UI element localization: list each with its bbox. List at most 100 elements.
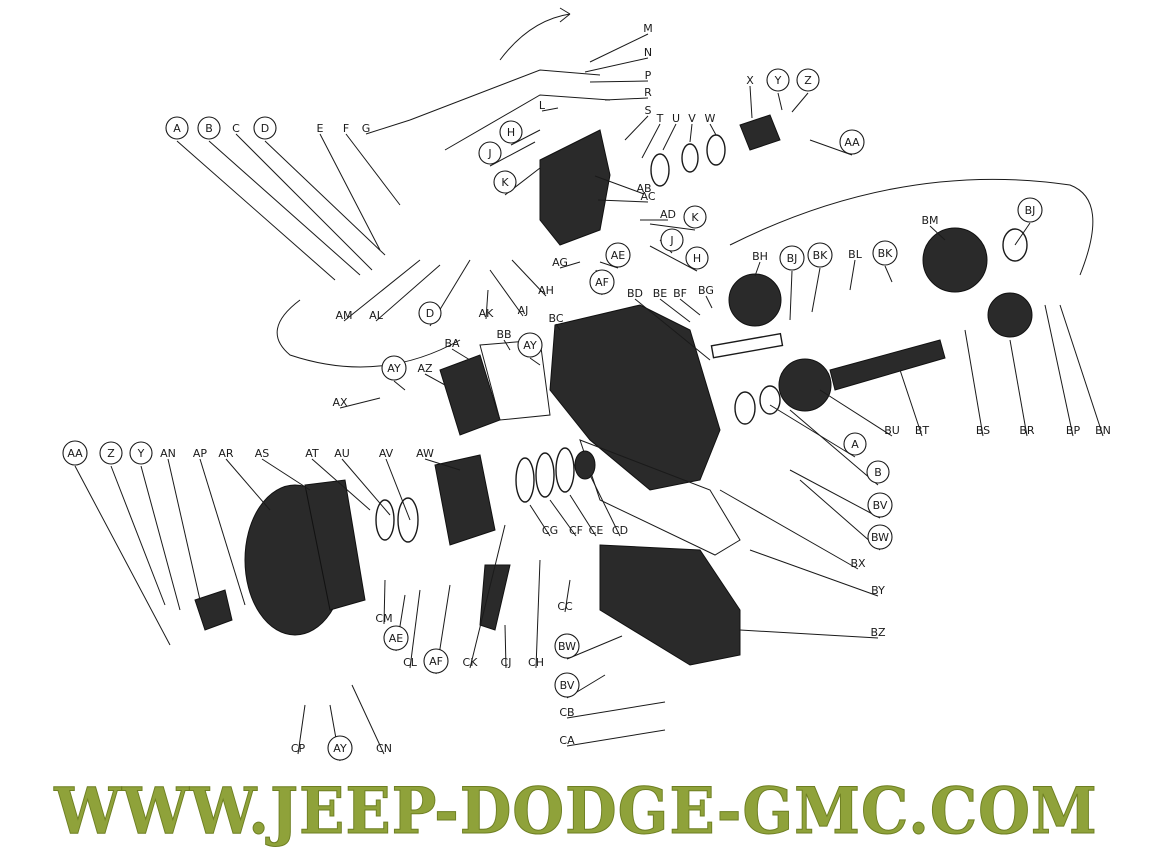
- callout-az: AZ: [417, 362, 446, 386]
- callout-au: AU: [334, 447, 391, 516]
- callout-bw: BW: [799, 479, 893, 551]
- callout-ba: BA: [444, 337, 471, 361]
- callout-label: BJ: [1025, 204, 1036, 217]
- callout-as: AS: [255, 447, 311, 491]
- callout-label: BG: [698, 284, 714, 297]
- callout-label: AL: [369, 309, 384, 322]
- callout-leader: [110, 465, 166, 606]
- callout-af: AF: [589, 269, 615, 296]
- callout-label: BA: [444, 337, 460, 350]
- callout-label: J: [487, 147, 491, 160]
- callout-leader: [385, 458, 411, 521]
- callout-label: H: [693, 252, 701, 265]
- callout-label: D: [261, 122, 269, 135]
- callout-aj: AJ: [489, 269, 528, 317]
- callout-label: BN: [1095, 424, 1111, 437]
- callout-label: BW: [871, 531, 889, 544]
- callout-leader: [819, 389, 893, 437]
- callout-leader: [709, 123, 717, 136]
- callout-ag: AG: [552, 256, 581, 269]
- callout-leader: [485, 289, 489, 320]
- callout-label: AH: [538, 284, 554, 297]
- callout-label: BJ: [787, 252, 798, 265]
- callout-cg: CG: [529, 504, 558, 537]
- cover-az: [439, 354, 501, 436]
- callout-label: S: [645, 104, 652, 117]
- callout-label: AV: [379, 447, 394, 460]
- callout-leader: [566, 729, 666, 747]
- callout-circle: [867, 524, 893, 550]
- gear-bh: [728, 273, 782, 327]
- callout-at: AT: [305, 447, 371, 511]
- callout-label: CL: [403, 656, 418, 669]
- callout-label: CD: [612, 524, 628, 537]
- callout-leader: [503, 339, 511, 351]
- callout-u: U: [662, 112, 680, 151]
- callout-label: CC: [557, 600, 573, 613]
- callout-circle: [499, 120, 523, 144]
- callout-b: B: [789, 409, 890, 486]
- callout-circle: [660, 228, 684, 252]
- callout-circle: [866, 460, 890, 484]
- callout-label: E: [317, 122, 324, 135]
- callout-label: P: [645, 69, 652, 82]
- callout-circle: [197, 116, 221, 140]
- callout-circle: [62, 440, 88, 466]
- callout-label: CK: [463, 656, 479, 669]
- callout-label: CN: [376, 742, 392, 755]
- callout-leader: [559, 261, 581, 269]
- callout-leader: [589, 80, 649, 83]
- callout-leader: [351, 684, 385, 755]
- callout-label: J: [669, 234, 673, 247]
- callout-label: AP: [193, 447, 208, 460]
- callout-circle: [493, 170, 517, 194]
- callout-label: A: [173, 122, 181, 135]
- callout-label: BV: [560, 679, 575, 692]
- callout-circle: [807, 242, 833, 268]
- callout-label: BW: [558, 640, 576, 653]
- callout-label: BZ: [870, 626, 886, 639]
- ring-w: [706, 134, 726, 166]
- callout-circle: [796, 68, 820, 92]
- callout-leader: [541, 107, 559, 112]
- callout-circle: [423, 648, 449, 674]
- callout-label: CA: [559, 734, 575, 747]
- callout-leader: [739, 629, 879, 639]
- callout-leader: [311, 458, 371, 511]
- shaft-bt: [829, 339, 946, 391]
- drum-backing: [304, 479, 366, 611]
- callout-circle: [843, 432, 867, 456]
- callout-ay: AY: [327, 704, 353, 762]
- callout-a: A: [769, 404, 867, 458]
- callout-leader: [341, 458, 391, 516]
- site-watermark: WWW.JEEP-DODGE-GMC.COM: [54, 774, 1098, 850]
- callout-cj: CJ: [501, 624, 512, 669]
- callout-label: CG: [542, 524, 558, 537]
- callout-t: T: [641, 112, 664, 159]
- callout-leader: [641, 123, 661, 159]
- callout-ak: AK: [479, 289, 494, 320]
- callout-label: BE: [653, 287, 668, 300]
- callout-b: B: [197, 116, 361, 276]
- callout-circle: [418, 301, 442, 325]
- callout-label: CH: [528, 656, 544, 669]
- callout-ab: AB: [594, 175, 652, 195]
- callout-bb: BB: [496, 328, 512, 351]
- callout-leader: [884, 265, 893, 283]
- callout-label: CJ: [501, 656, 512, 669]
- callout-ce: CE: [569, 494, 603, 537]
- shift-rod: [444, 94, 611, 151]
- callout-label: CB: [559, 706, 574, 719]
- callout-label: BT: [915, 424, 930, 437]
- callout-leader: [469, 524, 506, 669]
- callout-bl: BL: [848, 248, 863, 291]
- callout-aw: AW: [416, 447, 461, 471]
- callout-leader: [199, 458, 246, 606]
- callout-cp: CP: [291, 704, 306, 755]
- ring-au: [375, 499, 395, 541]
- callout-leader: [679, 298, 701, 316]
- callout-ap: AP: [193, 447, 246, 606]
- callout-leader: [1044, 304, 1074, 437]
- callout-leader: [849, 259, 856, 291]
- callout-leader: [424, 458, 461, 471]
